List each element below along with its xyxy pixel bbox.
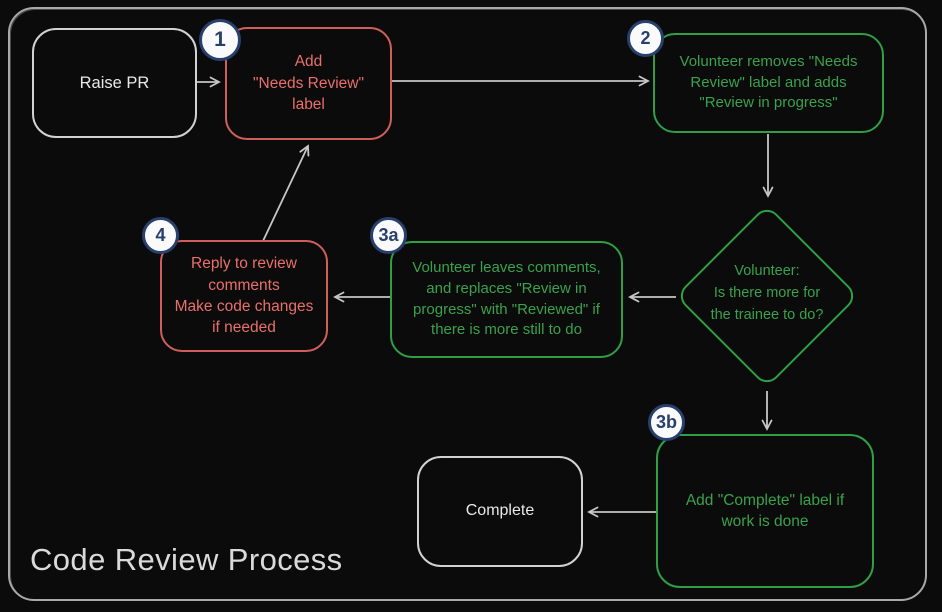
node-volunteer-removes-label-text: Volunteer removes "Needs Review" label a… (679, 52, 858, 112)
node-reply-to-review-comments-text: Reply to review comments Make code chang… (174, 255, 314, 337)
node-volunteer-leaves-comments: Volunteer leaves comments, and replaces … (390, 241, 623, 358)
node-add-needs-review-label: Add "Needs Review" label (225, 27, 392, 140)
diagram-title: Code Review Process (30, 542, 343, 577)
step-badge-2: 2 (627, 20, 664, 57)
node-add-complete-label-text: Add "Complete" label if work is done (685, 491, 845, 530)
step-badge-1: 1 (199, 19, 241, 61)
node-complete: Complete (417, 456, 583, 567)
step-badge-3b: 3b (648, 404, 685, 441)
arrow-reply-to-needs-review (262, 144, 310, 242)
node-reply-to-review-comments: Reply to review comments Make code chang… (160, 240, 328, 352)
step-badge-3a: 3a (370, 217, 407, 254)
node-add-complete-label: Add "Complete" label if work is done (656, 434, 874, 588)
node-complete-label: Complete (465, 502, 535, 520)
diagram-frame (8, 7, 927, 601)
node-raise-pr-label: Raise PR (79, 73, 150, 92)
node-raise-pr: Raise PR (32, 28, 197, 138)
step-badge-4: 4 (142, 217, 179, 254)
node-volunteer-leaves-comments-text: Volunteer leaves comments, and replaces … (412, 259, 601, 339)
node-decision-label: Volunteer: Is there more for the trainee… (710, 263, 824, 323)
node-add-needs-review-label-text: Add "Needs Review" label (253, 53, 364, 114)
node-volunteer-removes-label: Volunteer removes "Needs Review" label a… (653, 33, 884, 133)
